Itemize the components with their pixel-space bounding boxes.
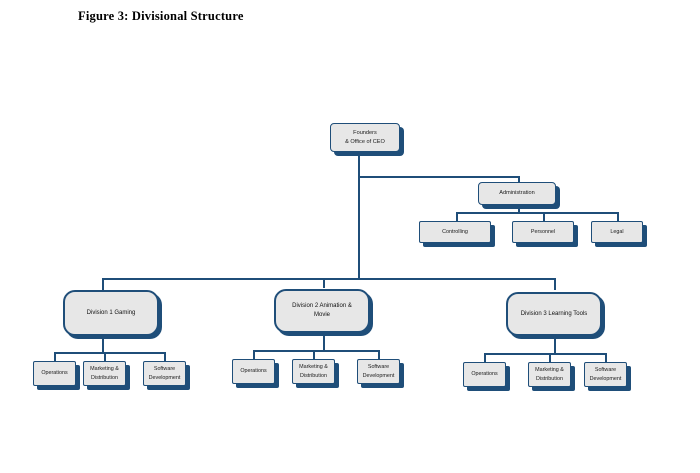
connector-div3-to-software: [605, 353, 607, 362]
connector-bus-to-div3: [554, 278, 556, 290]
connector-bus-to-div1: [102, 278, 104, 290]
node-label: Marketing & Distribution: [535, 367, 564, 382]
node-label: Division 1 Gaming: [86, 309, 136, 316]
node-administration[interactable]: Administration: [478, 182, 560, 209]
node-label: Controlling: [442, 228, 468, 235]
node-div1-marketing-distribution[interactable]: Marketing & Distribution: [83, 361, 130, 390]
node-face: Division 2 Animation & Movie: [274, 289, 370, 333]
connector-admin-to-controlling: [456, 212, 458, 221]
node-label: Operations: [41, 370, 68, 377]
node-label: Software Development: [589, 367, 622, 382]
connector-ceo-to-admin: [358, 176, 519, 178]
node-face: Personnel: [512, 221, 574, 243]
connector-div3-bus: [484, 353, 606, 355]
node-face: Marketing & Distribution: [292, 359, 335, 384]
node-division-2-animation-movie[interactable]: Division 2 Animation & Movie: [274, 289, 373, 336]
node-legal[interactable]: Legal: [591, 221, 647, 247]
connector-div2-to-marketing: [313, 350, 315, 359]
node-div1-software-development[interactable]: Software Development: [143, 361, 190, 390]
node-face: Marketing & Distribution: [528, 362, 571, 387]
node-label: Personnel: [530, 228, 556, 235]
node-label: Division 3 Learning Tools: [520, 310, 588, 317]
connector-div3-to-marketing: [549, 353, 551, 362]
node-face: Operations: [463, 362, 506, 387]
connector-div2-stem: [323, 333, 325, 351]
connector-div2-to-software: [378, 350, 380, 359]
connector-admin-to-legal: [617, 212, 619, 221]
node-face: Operations: [232, 359, 275, 384]
figure-title: Figure 3: Divisional Structure: [78, 9, 244, 23]
node-div2-software-development[interactable]: Software Development: [357, 359, 404, 388]
node-label: Marketing & Distribution: [90, 366, 119, 381]
node-face: Software Development: [584, 362, 627, 387]
node-personnel[interactable]: Personnel: [512, 221, 578, 247]
connector-ceo-trunk: [358, 152, 360, 279]
node-label: Software Development: [362, 364, 395, 379]
node-face: Controlling: [419, 221, 491, 243]
connector-div1-to-software: [164, 352, 166, 361]
node-label: Division 2 Animation & Movie: [292, 303, 352, 318]
node-div2-operations[interactable]: Operations: [232, 359, 279, 388]
connector-div3-stem: [554, 336, 556, 354]
node-label: Operations: [471, 371, 498, 378]
connector-bus-to-div2: [323, 278, 325, 288]
node-face: Software Development: [143, 361, 186, 386]
node-label: Administration: [499, 190, 535, 197]
node-founders-ceo[interactable]: Founders & Office of CEO: [330, 123, 404, 156]
connector-admin-stem: [518, 176, 520, 182]
node-controlling[interactable]: Controlling: [419, 221, 495, 247]
node-div3-software-development[interactable]: Software Development: [584, 362, 631, 391]
node-label: Founders & Office of CEO: [345, 130, 385, 145]
connector-division-bus: [102, 278, 556, 280]
node-face: Administration: [478, 182, 556, 205]
connector-div1-bus: [54, 352, 165, 354]
connector-div3-to-ops: [484, 353, 486, 362]
node-division-3-learning-tools[interactable]: Division 3 Learning Tools: [506, 292, 605, 339]
node-div3-operations[interactable]: Operations: [463, 362, 510, 391]
connector-admin-down: [518, 205, 520, 213]
connector-div1-to-ops: [54, 352, 56, 361]
node-face: Division 1 Gaming: [63, 290, 159, 336]
node-div3-marketing-distribution[interactable]: Marketing & Distribution: [528, 362, 575, 391]
connector-admin-to-personnel: [543, 212, 545, 221]
node-label: Legal: [610, 228, 624, 235]
node-face: Founders & Office of CEO: [330, 123, 400, 152]
node-face: Operations: [33, 361, 76, 386]
connector-div1-to-marketing: [104, 352, 106, 361]
node-label: Marketing & Distribution: [299, 364, 328, 379]
node-division-1-gaming[interactable]: Division 1 Gaming: [63, 290, 162, 339]
node-face: Marketing & Distribution: [83, 361, 126, 386]
connector-div2-to-ops: [253, 350, 255, 359]
node-face: Software Development: [357, 359, 400, 384]
node-label: Software Development: [148, 366, 181, 381]
node-div1-operations[interactable]: Operations: [33, 361, 80, 390]
connector-admin-bus: [456, 212, 618, 214]
node-label: Operations: [240, 368, 267, 375]
node-face: Legal: [591, 221, 643, 243]
node-face: Division 3 Learning Tools: [506, 292, 602, 336]
node-div2-marketing-distribution[interactable]: Marketing & Distribution: [292, 359, 339, 388]
connector-div1-stem: [102, 336, 104, 353]
connector-div2-bus: [253, 350, 379, 352]
